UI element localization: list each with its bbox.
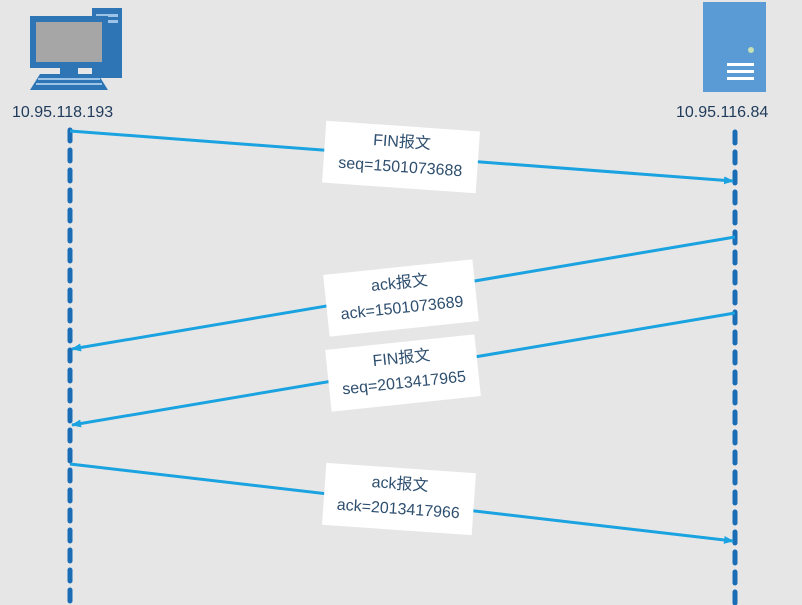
server-ip-label: 10.95.116.84 — [676, 104, 769, 121]
message-label-fin-1: FIN报文 seq=1501073688 — [322, 120, 480, 194]
client-ip-label: 10.95.118.193 — [12, 104, 114, 121]
message-label-ack-2: ack报文 ack=2013417966 — [322, 462, 476, 536]
desktop-computer-icon — [30, 8, 122, 90]
server-icon — [703, 2, 766, 92]
